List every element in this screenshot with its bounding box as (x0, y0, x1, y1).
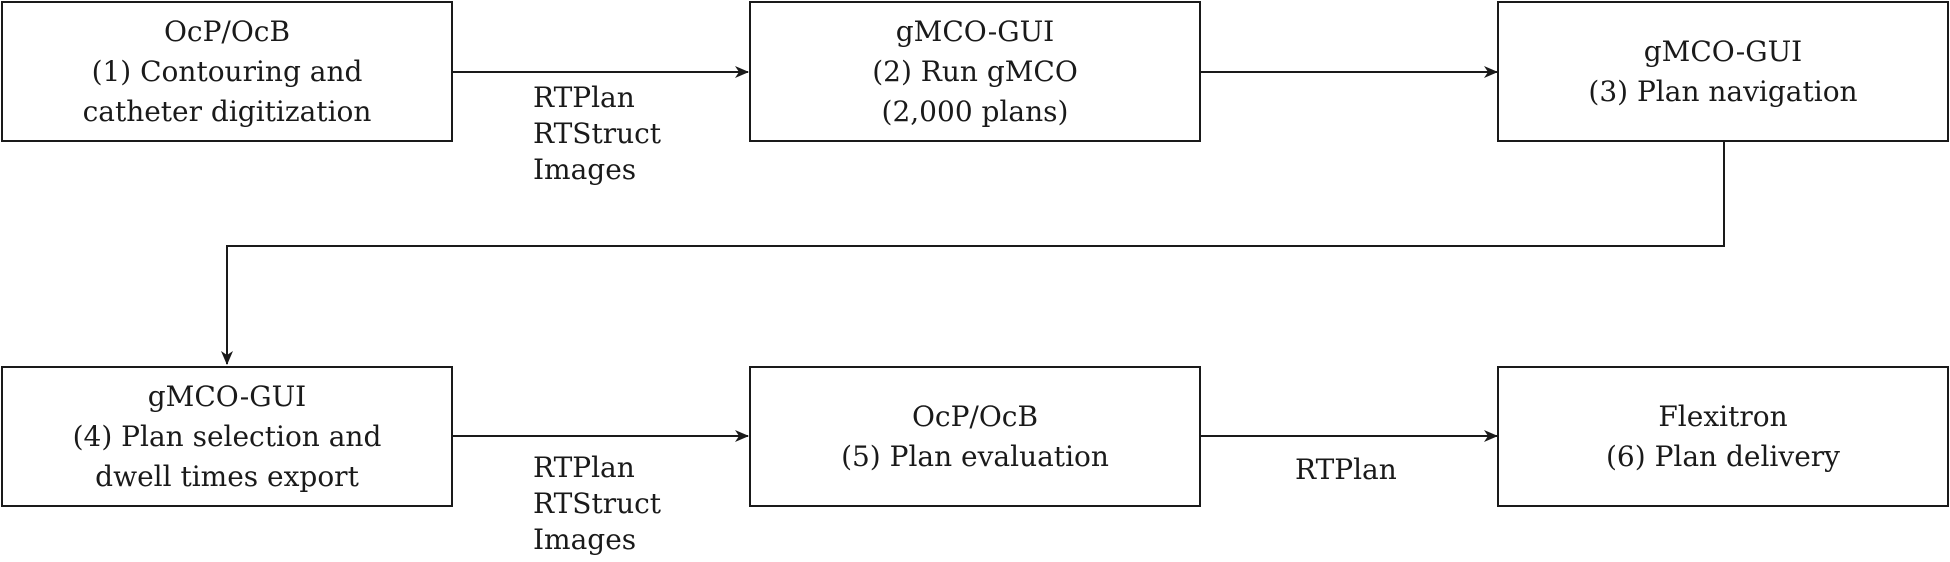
edge-label-line: RTPlan (1295, 453, 1397, 486)
node-plan-selection: gMCO-GUI (4) Plan selection and dwell ti… (1, 366, 453, 507)
edge-label-line: RTPlan (533, 81, 635, 114)
edge-label-4-to-5: RTPlan RTStruct Images (533, 450, 661, 558)
edge-label-line: Images (533, 523, 637, 556)
node-line: gMCO-GUI (147, 379, 307, 413)
edge-label-line: RTStruct (533, 117, 662, 150)
node-line: Flexitron (1658, 399, 1788, 433)
node-line: gMCO-GUI (1643, 34, 1803, 68)
node-plan-delivery: Flexitron (6) Plan delivery (1497, 366, 1949, 507)
arrow-3-to-4 (221, 142, 1725, 365)
edge-label-line: RTStruct (533, 487, 662, 520)
node-line: (4) Plan selection and (72, 419, 382, 453)
node-line: (2,000 plans) (881, 94, 1069, 128)
node-line: gMCO-GUI (895, 14, 1055, 48)
node-plan-navigation: gMCO-GUI (3) Plan navigation (1497, 1, 1949, 142)
node-line: catheter digitization (82, 94, 372, 128)
node-line: OcP/OcB (163, 14, 291, 48)
edge-label-line: RTPlan (533, 451, 635, 484)
node-line: OcP/OcB (911, 399, 1039, 433)
node-line: (5) Plan evaluation (841, 439, 1109, 473)
node-line: (1) Contouring and (91, 54, 363, 88)
node-line: (3) Plan navigation (1588, 74, 1858, 108)
edge-label-5-to-6: RTPlan (1295, 452, 1397, 488)
edge-label-line: Images (533, 153, 637, 186)
node-plan-evaluation: OcP/OcB (5) Plan evaluation (749, 366, 1201, 507)
node-line: (6) Plan delivery (1606, 439, 1840, 473)
node-contouring: OcP/OcB (1) Contouring and catheter digi… (1, 1, 453, 142)
edge-label-1-to-2: RTPlan RTStruct Images (533, 80, 661, 188)
node-line: (2) Run gMCO (872, 54, 1078, 88)
node-line: dwell times export (95, 459, 359, 493)
node-run-gmco: gMCO-GUI (2) Run gMCO (2,000 plans) (749, 1, 1201, 142)
